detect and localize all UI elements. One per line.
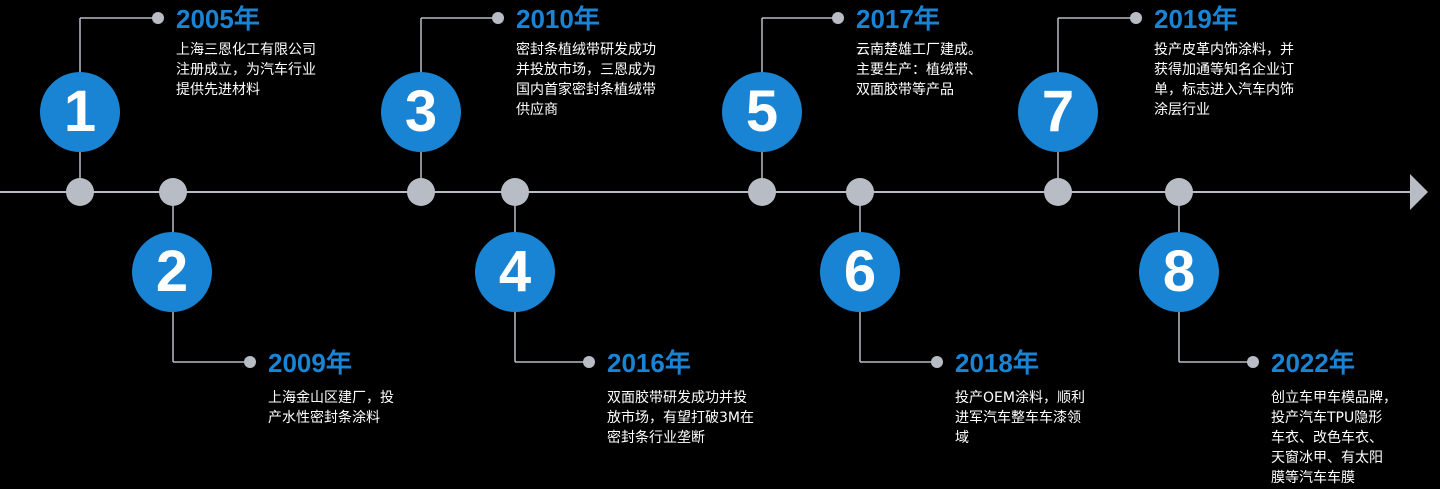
- milestone-5-description: 云南楚雄工厂建成。 主要生产：植绒带、 双面胶带等产品: [856, 42, 982, 98]
- milestone-8-number: 8: [1139, 232, 1219, 312]
- timeline-dot-2: [159, 178, 187, 206]
- timeline-dot-4: [501, 178, 529, 206]
- connector-7-end-dot: [1130, 12, 1142, 24]
- timeline-dot-8: [1165, 178, 1193, 206]
- milestone-3-description: 密封条植绒带研发成功 并投放市场，三恩成为 国内首家密封条植绒带 供应商: [516, 42, 656, 118]
- milestone-3-year: 2010年: [516, 4, 600, 34]
- connector-4-end-dot: [583, 356, 595, 368]
- connector-1-end-dot: [152, 12, 164, 24]
- connector-6-end-dot: [931, 356, 943, 368]
- milestone-3-number: 3: [381, 72, 461, 152]
- timeline-dot-1: [66, 178, 94, 206]
- milestone-5-year: 2017年: [856, 4, 940, 34]
- connector-5-end-dot: [832, 12, 844, 24]
- milestone-8-description: 创立车甲车模品牌， 投产汽车TPU隐形 车衣、改色车衣、 天窗冰甲、有太阳 膜等…: [1271, 390, 1397, 486]
- milestone-2-number: 2: [132, 232, 212, 312]
- connector-8-end-dot: [1247, 356, 1259, 368]
- milestone-2-year: 2009年: [268, 348, 352, 378]
- milestone-4-description: 双面胶带研发成功并投 放市场，有望打破3M在 密封条行业垄断: [607, 390, 754, 446]
- timeline-dot-7: [1044, 178, 1072, 206]
- milestone-1-description: 上海三恩化工有限公司 注册成立，为汽车行业 提供先进材料: [176, 42, 316, 98]
- milestone-6-year: 2018年: [955, 348, 1039, 378]
- timeline-dot-3: [407, 178, 435, 206]
- milestone-1-year: 2005年: [176, 4, 260, 34]
- milestone-4-number: 4: [475, 232, 555, 312]
- connector-2-end-dot: [244, 356, 256, 368]
- milestone-4-year: 2016年: [607, 348, 691, 378]
- milestone-1-number: 1: [40, 72, 120, 152]
- milestone-8-year: 2022年: [1271, 348, 1355, 378]
- milestone-7-description: 投产皮革内饰涂料，并 获得加通等知名企业订 单，标志进入汽车内饰 涂层行业: [1154, 42, 1294, 118]
- timeline-dot-6: [846, 178, 874, 206]
- milestone-7-year: 2019年: [1154, 4, 1238, 34]
- milestone-6-description: 投产OEM涂料，顺利 进军汽车整车车漆领 域: [955, 390, 1085, 446]
- milestone-2-description: 上海金山区建厂，投 产水性密封条涂料: [268, 390, 394, 426]
- connector-3-end-dot: [492, 12, 504, 24]
- timeline-arrowhead: [1410, 174, 1428, 210]
- timeline-dot-5: [748, 178, 776, 206]
- milestone-5-number: 5: [722, 72, 802, 152]
- milestone-6-number: 6: [820, 232, 900, 312]
- milestone-7-number: 7: [1018, 72, 1098, 152]
